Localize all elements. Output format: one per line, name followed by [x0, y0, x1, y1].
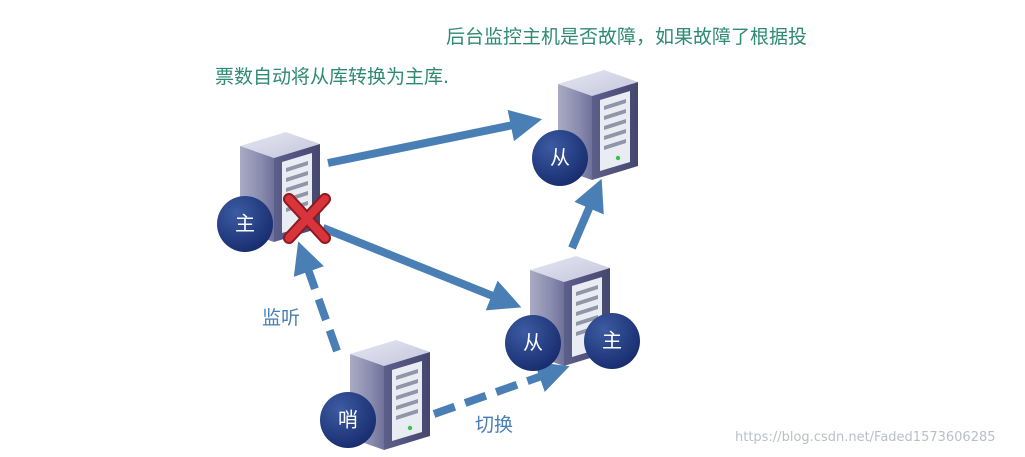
server-sentinel: 哨	[320, 340, 430, 450]
server-slave-top: 从	[532, 70, 638, 186]
arrow-slave-bottom-to-slave-top	[568, 178, 604, 250]
arrow-master-to-slave-bottom	[321, 224, 522, 311]
slave-top-badge-label: 从	[550, 146, 570, 170]
caption-line-2: 票数自动将从库转换为主库.	[215, 66, 450, 88]
sentinel-badge	[320, 392, 376, 448]
new-master-badge-label: 主	[602, 329, 622, 353]
master-badge-label: 主	[235, 212, 255, 236]
caption-line-1: 后台监控主机是否故障，如果故障了根据投	[446, 26, 808, 48]
edge-label-switch: 切换	[475, 414, 514, 436]
slave-bottom-badge	[505, 315, 561, 371]
edge-label-listen: 监听	[262, 307, 301, 329]
dashed-arrow-switch	[432, 361, 570, 418]
sentinel-badge-label: 哨	[338, 408, 358, 432]
arrow-master-to-slave-top	[327, 109, 543, 167]
watermark: https://blog.csdn.net/Faded1573606285	[735, 430, 996, 445]
slave-bottom-badge-label: 从	[523, 331, 543, 355]
new-master-badge	[584, 313, 640, 369]
cross-icon	[283, 193, 331, 244]
slave-top-badge	[532, 130, 588, 186]
master-badge	[217, 196, 273, 252]
server-slave-bottom: 从 主	[505, 256, 640, 371]
server-master: 主	[217, 132, 331, 252]
dashed-arrow-listen	[293, 241, 341, 353]
